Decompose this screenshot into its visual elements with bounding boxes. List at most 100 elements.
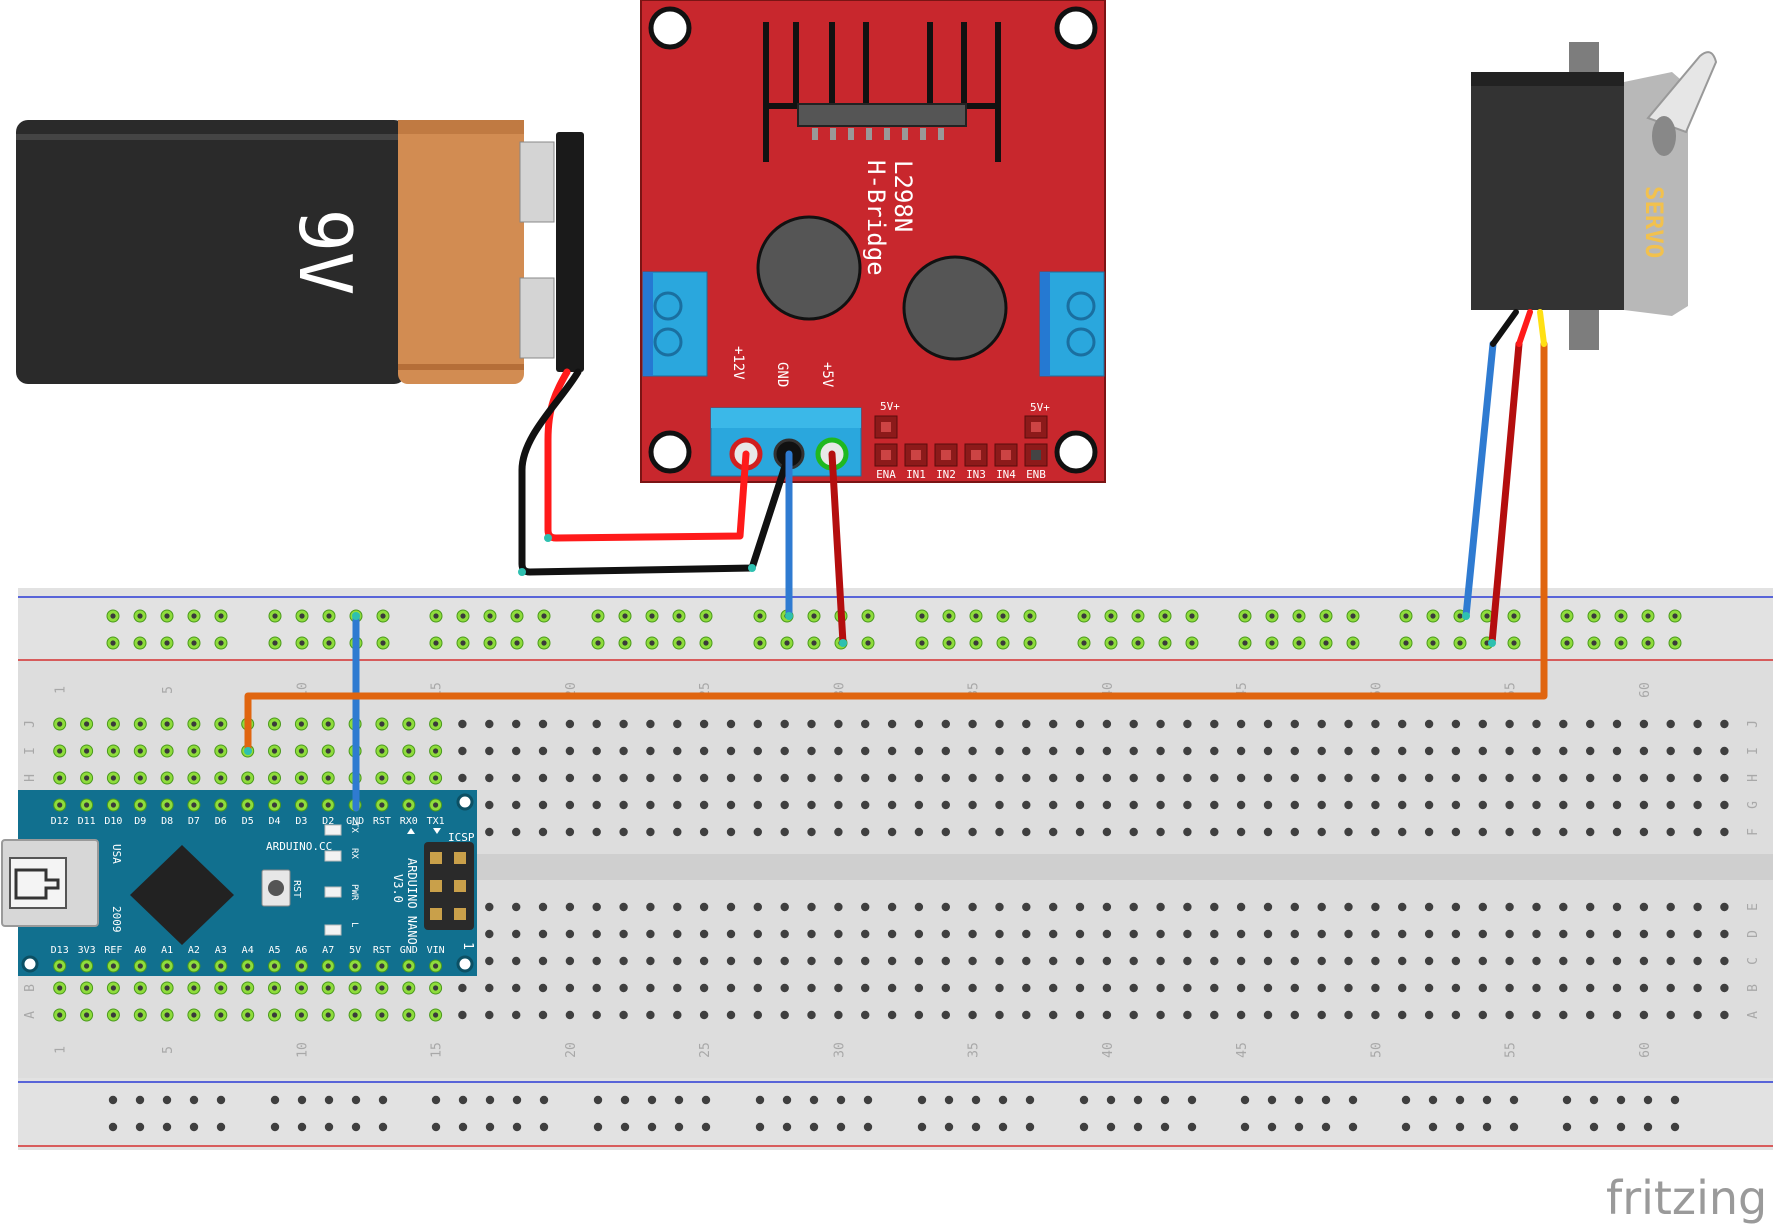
breadboard-hole	[887, 719, 897, 729]
breadboard-hole	[1183, 773, 1192, 783]
breadboard-hole	[807, 719, 816, 729]
breadboard-hole	[458, 773, 467, 783]
breadboard-hole	[1532, 929, 1541, 939]
header-pin-label: IN3	[966, 468, 986, 481]
breadboard-hole	[968, 719, 977, 729]
rail-hole	[378, 1122, 388, 1132]
rail-hole-center	[919, 640, 925, 646]
arduino-pin-center	[406, 802, 412, 808]
rail-hole-center	[164, 613, 170, 619]
status-led-label: L	[349, 922, 359, 927]
arduino-pin-center	[433, 802, 439, 808]
breadboard-hole-center	[218, 721, 224, 727]
breadboard-hole	[673, 929, 682, 939]
breadboard-hole	[861, 983, 870, 993]
breadboard-hole	[1478, 983, 1488, 993]
breadboard-hole	[1451, 1010, 1461, 1020]
breadboard-hole	[1236, 929, 1246, 939]
rail-hole-center	[1323, 640, 1329, 646]
header-pin-center	[911, 450, 921, 460]
battery-cap	[398, 120, 524, 384]
rail-hole-center	[1000, 613, 1006, 619]
breadboard-hole	[1586, 983, 1595, 993]
breadboard-hole	[699, 827, 709, 837]
breadboard-hole	[1263, 773, 1273, 783]
breadboard-hole	[1263, 1010, 1273, 1020]
rail-hole	[971, 1095, 981, 1105]
breadboard-hole	[1156, 773, 1165, 783]
rail-hole-center	[1430, 640, 1436, 646]
breadboard-hole	[753, 800, 762, 810]
breadboard-hole	[861, 719, 870, 729]
breadboard-hole	[1210, 983, 1219, 993]
breadboard-hole-center	[57, 985, 63, 991]
breadboard-hole	[1505, 956, 1514, 966]
breadboard-hole	[726, 827, 736, 837]
breadboard-hole	[780, 902, 789, 912]
arduino-pin-center	[325, 802, 331, 808]
rail-hole-center	[946, 613, 952, 619]
breadboard-hole	[565, 773, 575, 783]
rail-hole-center	[1135, 640, 1141, 646]
breadboard-hole	[619, 800, 628, 810]
breadboard-hole	[1156, 956, 1165, 966]
breadboard-hole	[968, 929, 977, 939]
breadboard-hole-center	[137, 1012, 143, 1018]
breadboard-hole	[1371, 929, 1380, 939]
breadboard-hole	[726, 929, 736, 939]
header-pin-center	[941, 450, 951, 460]
rail-hole	[1643, 1095, 1653, 1105]
breadboard-hole	[995, 929, 1004, 939]
breadboard-hole	[458, 746, 467, 756]
breadboard-hole	[1693, 773, 1702, 783]
breadboard-hole	[968, 956, 977, 966]
breadboard-hole-center	[218, 985, 224, 991]
breadboard-hole-center	[191, 748, 197, 754]
breadboard-hole-center	[379, 1012, 385, 1018]
rail-hole-center	[1564, 640, 1570, 646]
breadboard-hole	[458, 719, 467, 729]
breadboard-hole	[1129, 956, 1138, 966]
breadboard-hole	[1398, 956, 1407, 966]
breadboard-hole-center	[245, 985, 251, 991]
breadboard-hole-center	[110, 1012, 116, 1018]
rail-hole	[1106, 1095, 1116, 1105]
rail-hole	[1079, 1095, 1089, 1105]
breadboard-hole	[1505, 929, 1514, 939]
breadboard-hole	[1102, 746, 1112, 756]
breadboard-hole	[1478, 956, 1488, 966]
header-pin-center	[1001, 450, 1011, 460]
column-number-bottom: 30	[832, 1042, 847, 1058]
rail-hole-center	[1618, 640, 1624, 646]
rail-hole	[863, 1122, 873, 1132]
breadboard-hole	[485, 800, 494, 810]
rail-hole	[647, 1122, 657, 1132]
breadboard-hole	[834, 773, 843, 783]
rail-hole-center	[1162, 640, 1168, 646]
breadboard-hole	[646, 719, 655, 729]
breadboard-hole	[485, 902, 494, 912]
breadboard-hole	[565, 719, 575, 729]
rail-hole-center	[1403, 613, 1409, 619]
breadboard-hole	[673, 902, 682, 912]
breadboard-hole	[1263, 746, 1273, 756]
rail-hole	[674, 1122, 684, 1132]
rail-hole-center	[1108, 640, 1114, 646]
battery-label: 9V	[283, 209, 367, 296]
column-number-top: 5	[161, 686, 176, 694]
rail-hole	[431, 1095, 441, 1105]
breadboard-hole	[834, 929, 843, 939]
rail-hole-center	[1081, 640, 1087, 646]
breadboard-hole	[1478, 929, 1488, 939]
breadboard-hole	[699, 956, 709, 966]
arduino-pin-center	[379, 802, 385, 808]
breadboard-hole	[673, 773, 682, 783]
breadboard-hole	[699, 719, 709, 729]
breadboard-hole	[1344, 773, 1353, 783]
rail-hole	[1267, 1095, 1277, 1105]
rail-hole	[1187, 1095, 1197, 1105]
breadboard-hole	[1156, 746, 1165, 756]
breadboard-hole	[1720, 827, 1729, 837]
breadboard-hole-center	[164, 985, 170, 991]
breadboard-hole	[1236, 746, 1246, 756]
